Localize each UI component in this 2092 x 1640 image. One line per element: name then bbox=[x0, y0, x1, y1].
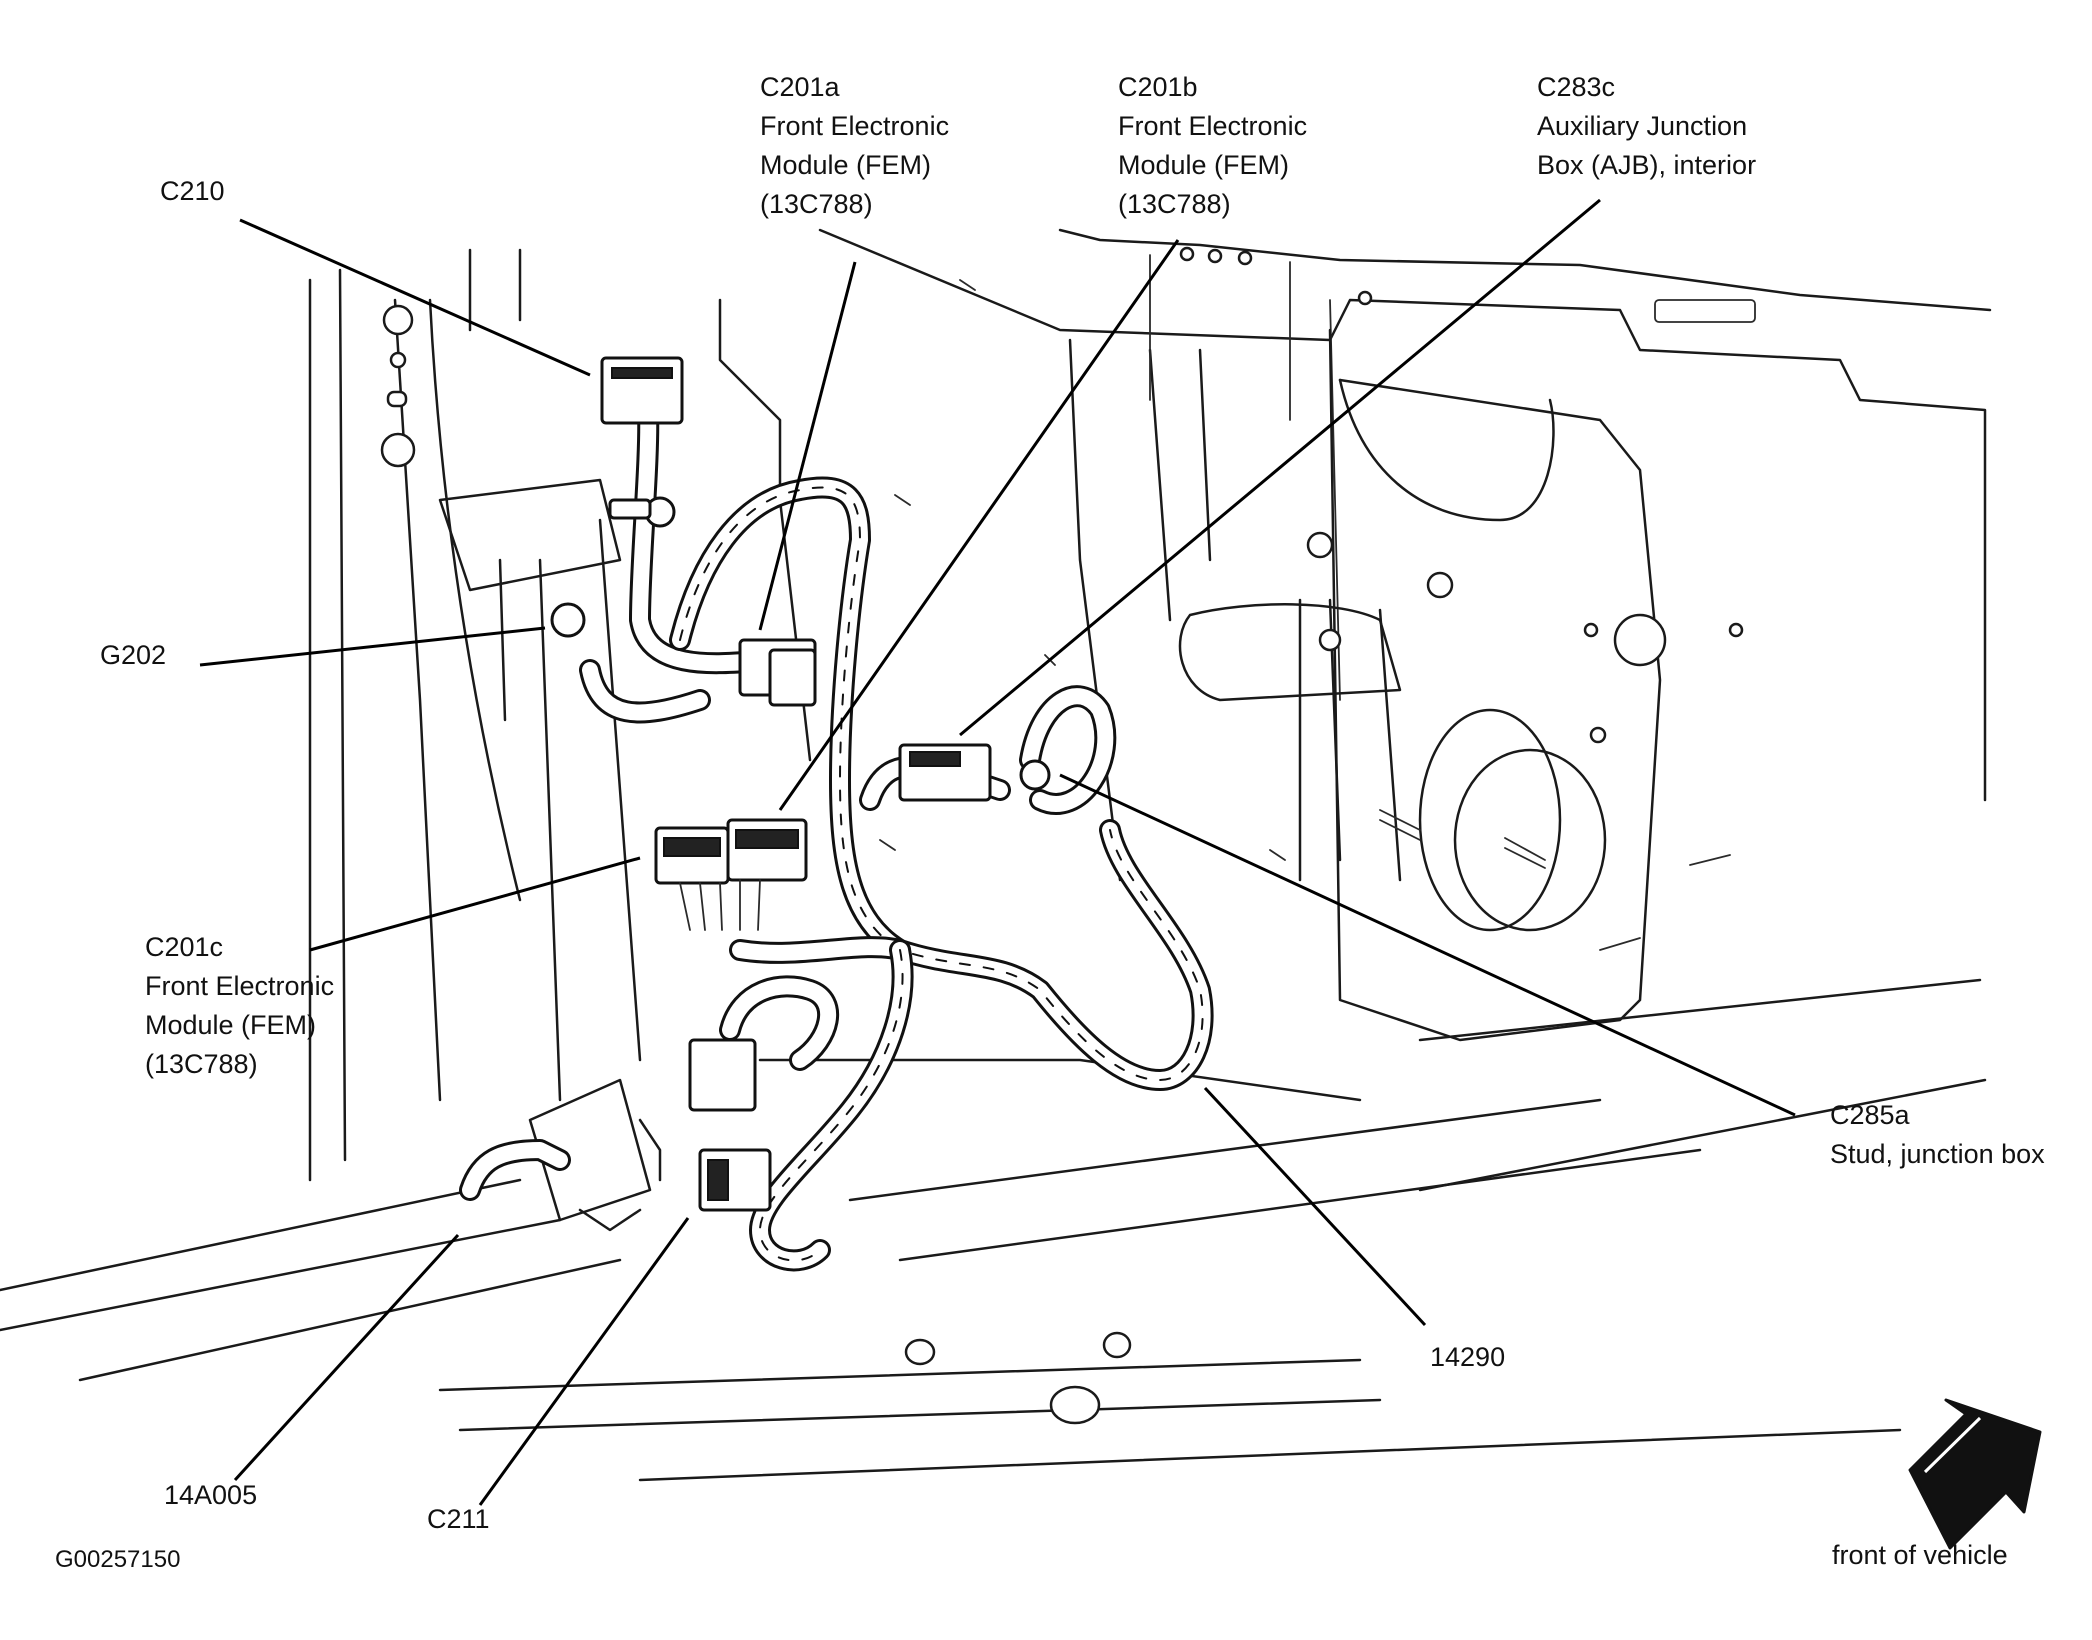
leader-14290 bbox=[1203, 1086, 1427, 1327]
callout-code: G202 bbox=[100, 640, 167, 670]
callout-c201a: C201a Front Electronic Module (FEM) (13C… bbox=[760, 68, 949, 224]
callout-c283c: C283c Auxiliary Junction Box (AJB), inte… bbox=[1537, 68, 1756, 185]
leader-c201c bbox=[309, 856, 641, 952]
figure-id: G00257150 bbox=[55, 1546, 181, 1573]
leader-c201a bbox=[758, 261, 857, 631]
callout-c211: C211 bbox=[427, 1500, 490, 1539]
arrow-up-right-icon bbox=[1908, 1398, 2042, 1550]
callout-code: C201b bbox=[1118, 72, 1198, 102]
callout-code: 14A005 bbox=[164, 1480, 258, 1510]
callout-desc-line: Front Electronic bbox=[1118, 111, 1308, 141]
leader-c210 bbox=[239, 218, 591, 377]
leader-lines bbox=[199, 198, 1796, 1506]
callout-desc-line: Module (FEM) bbox=[760, 150, 932, 180]
callout-desc-line: Box (AJB), interior bbox=[1537, 150, 1757, 180]
callout-desc-line: (13C788) bbox=[760, 189, 873, 219]
callout-g202: G202 bbox=[100, 636, 166, 675]
callout-code: C211 bbox=[427, 1504, 490, 1534]
ring-terminal-c285a bbox=[1019, 759, 1051, 791]
body-structure bbox=[0, 228, 1992, 1482]
callout-14290: 14290 bbox=[1430, 1338, 1505, 1377]
callout-code: C285a bbox=[1830, 1100, 1910, 1130]
callout-c201c: C201c Front Electronic Module (FEM) (13C… bbox=[145, 928, 334, 1084]
connectors bbox=[550, 356, 1051, 1212]
leader-c211 bbox=[478, 1217, 690, 1506]
leader-c283c bbox=[959, 198, 1601, 737]
callout-code: C210 bbox=[160, 176, 225, 206]
callout-desc-line: Stud, junction box bbox=[1830, 1139, 2045, 1169]
callout-code: C283c bbox=[1537, 72, 1616, 102]
callout-desc-line: Module (FEM) bbox=[1118, 150, 1290, 180]
callout-c210: C210 bbox=[160, 172, 225, 211]
ground-g202 bbox=[550, 602, 586, 638]
leader-c201b bbox=[778, 239, 1180, 811]
leader-14a005 bbox=[233, 1233, 460, 1482]
callout-desc-line: Front Electronic bbox=[760, 111, 950, 141]
callout-code: 14290 bbox=[1430, 1342, 1506, 1372]
orientation-label: front of vehicle bbox=[1832, 1540, 2008, 1570]
callout-desc-line: (13C788) bbox=[145, 1049, 258, 1079]
callout-code: C201a bbox=[760, 72, 840, 102]
callout-c201b: C201b Front Electronic Module (FEM) (13C… bbox=[1118, 68, 1307, 224]
callout-desc-line: Module (FEM) bbox=[145, 1010, 317, 1040]
connector-c211-upper bbox=[688, 1038, 757, 1112]
callout-code: C201c bbox=[145, 932, 224, 962]
callout-desc-line: Front Electronic bbox=[145, 971, 335, 1001]
callout-14a005: 14A005 bbox=[164, 1476, 257, 1515]
callout-desc-line: Auxiliary Junction bbox=[1537, 111, 1748, 141]
leader-g202 bbox=[199, 626, 546, 667]
wiring-harness-14290 bbox=[459, 399, 1214, 1272]
callout-c285a: C285a Stud, junction box bbox=[1830, 1096, 2045, 1174]
callout-desc-line: (13C788) bbox=[1118, 189, 1231, 219]
leader-c285a bbox=[1059, 773, 1796, 1117]
